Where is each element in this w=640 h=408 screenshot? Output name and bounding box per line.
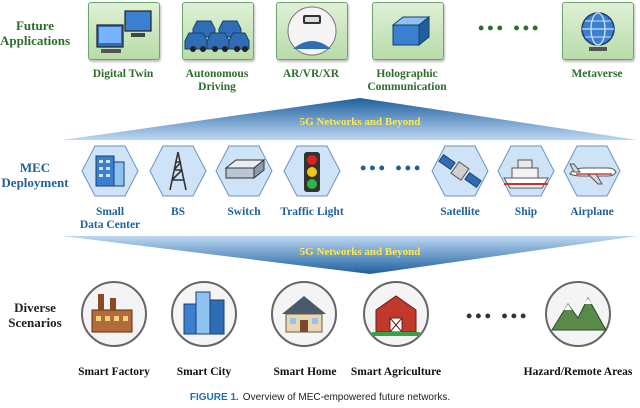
top-banner-shape <box>62 98 638 140</box>
app-ar-vr-xr <box>276 2 348 60</box>
bottom-banner-label: 5G Networks and Beyond <box>299 246 421 258</box>
scenario-label-home: Smart Home <box>273 366 337 378</box>
app-metaverse <box>562 2 634 60</box>
app-label-autonomous-driving: Autonomous Driving <box>185 68 249 93</box>
traffic-light-icon <box>283 145 341 197</box>
mec-label-airplane: Airplane <box>570 206 614 218</box>
mec-label-switch: Switch <box>227 206 261 218</box>
app-label-holographic: Holographic Communication <box>367 68 447 93</box>
mec-label-data-center: Small Data Center <box>79 206 141 231</box>
house-icon <box>271 281 337 347</box>
bottom-banner-shape <box>62 236 638 274</box>
app-label-digital-twin: Digital Twin <box>92 68 154 80</box>
satellite-icon <box>431 145 489 197</box>
cars-icon <box>184 20 250 52</box>
app-autonomous-driving <box>182 2 254 60</box>
network-switch-icon <box>215 145 273 197</box>
hologram-cube-icon <box>391 15 431 47</box>
airplane-icon <box>563 145 621 197</box>
factory-icon <box>81 281 147 347</box>
barn-icon <box>363 281 429 347</box>
row-title-mec: MEC Deployment <box>1 160 69 190</box>
computer-icon <box>96 10 152 53</box>
app-label-ar-vr-xr: AR/VR/XR <box>282 68 340 80</box>
app-label-metaverse: Metaverse <box>571 68 623 80</box>
mec-label-ship: Ship <box>514 206 538 218</box>
row-title-applications: Future Applications <box>0 18 71 48</box>
base-station-tower-icon <box>149 145 207 197</box>
scenario-label-city: Smart City <box>176 366 232 378</box>
app-ellipsis: ••• ••• <box>478 18 542 38</box>
data-center-icon <box>81 145 139 197</box>
mountains-icon <box>545 281 611 347</box>
mec-label-bs: BS <box>170 206 186 218</box>
scenario-label-agriculture: Smart Agriculture <box>350 366 442 378</box>
scenario-ellipsis: ••• ••• <box>466 306 530 326</box>
mec-ellipsis: ••• ••• <box>360 158 424 178</box>
scenario-label-factory: Smart Factory <box>78 366 150 378</box>
figure-caption-text: Overview of MEC-empowered future network… <box>242 392 451 403</box>
figure-number: FIGURE 1. <box>189 392 239 403</box>
scenario-label-hazard: Hazard/Remote Areas <box>523 366 633 378</box>
app-digital-twin <box>88 2 160 60</box>
ship-icon <box>497 145 555 197</box>
figure-caption: FIGURE 1.Overview of MEC-empowered futur… <box>0 392 640 403</box>
globe-icon <box>581 12 615 51</box>
app-holographic <box>372 2 444 60</box>
top-banner-label: 5G Networks and Beyond <box>299 116 421 128</box>
row-title-scenarios: Diverse Scenarios <box>8 300 62 330</box>
city-buildings-icon <box>171 281 237 347</box>
mec-label-satellite: Satellite <box>440 206 480 218</box>
mec-label-traffic-light: Traffic Light <box>280 206 344 218</box>
vr-headset-icon <box>287 6 337 56</box>
